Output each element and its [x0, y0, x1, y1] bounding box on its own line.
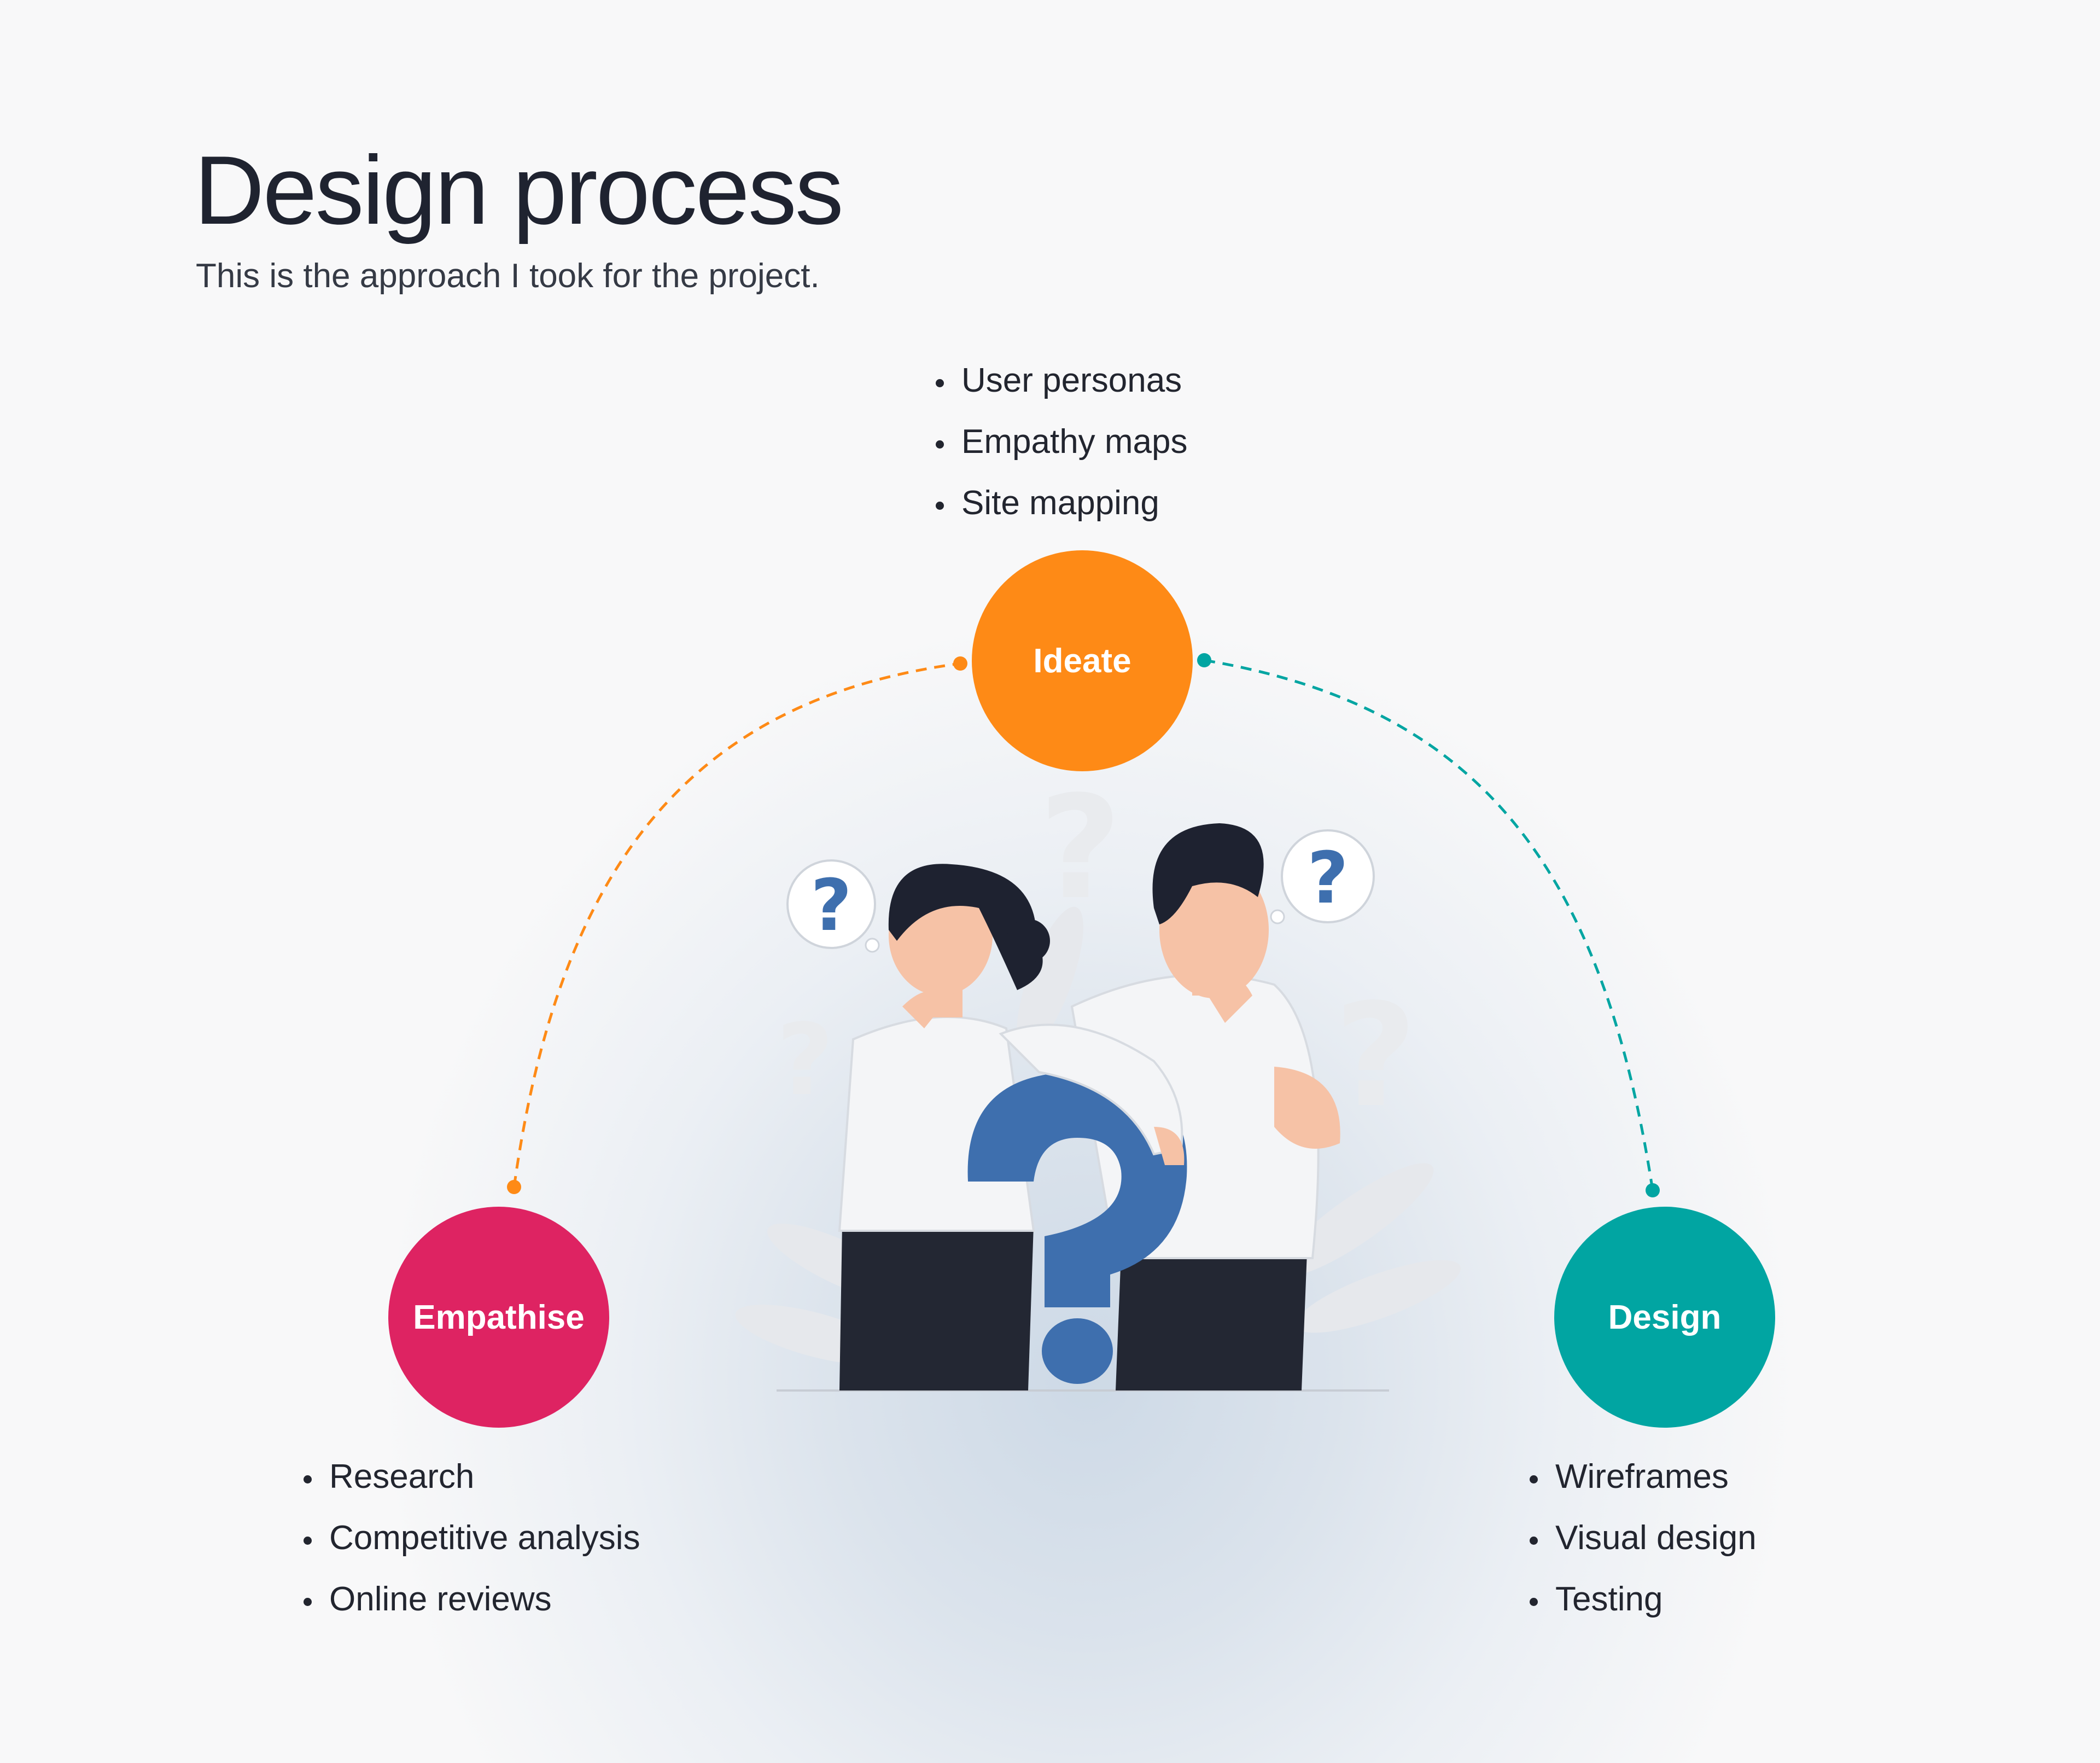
connector-empathise-ideate	[512, 662, 961, 1188]
svg-text:?: ?	[810, 864, 851, 947]
list-item: Empathy maps	[956, 411, 1188, 473]
list-item: User personas	[956, 350, 1188, 411]
man-arm	[999, 1023, 1183, 1156]
man-thought-bubble: ?	[1270, 829, 1375, 924]
step-label-empathise: Empathise	[413, 1298, 585, 1336]
page-subtitle: This is the approach I took for the proj…	[196, 257, 820, 295]
woman-thought-bubble: ?	[786, 859, 880, 953]
connector-dot	[1197, 653, 1211, 667]
man-hand	[1154, 1127, 1185, 1165]
connector-dot	[1646, 1183, 1660, 1197]
list-item: Site mapping	[956, 473, 1188, 534]
list-item: Testing	[1550, 1569, 1757, 1630]
step-list-empathise: Research Competitive analysis Online rev…	[280, 1446, 640, 1630]
step-list-ideate: User personas Empathy maps Site mapping	[912, 350, 1188, 534]
background-question-mark-icon: ? ? ?	[777, 766, 1417, 1139]
list-item: Visual design	[1550, 1508, 1757, 1569]
list-item: Wireframes	[1550, 1446, 1757, 1508]
svg-text:?: ?	[1334, 974, 1417, 1139]
question-mark-icon	[967, 1072, 1187, 1384]
page-title: Design process	[194, 136, 844, 245]
connector-ideate-design	[1204, 659, 1654, 1191]
step-circle-empathise: Empathise	[388, 1207, 609, 1428]
step-label-ideate: Ideate	[1033, 642, 1131, 680]
list-item: Research	[324, 1446, 640, 1508]
svg-text:?: ?	[1307, 836, 1348, 920]
connector-dot	[953, 656, 967, 671]
svg-text:?: ?	[777, 1003, 833, 1118]
list-item: Competitive analysis	[324, 1508, 640, 1569]
connector-dot	[507, 1180, 521, 1194]
step-list-design: Wireframes Visual design Testing	[1506, 1446, 1757, 1630]
svg-text:?: ?	[1039, 766, 1122, 931]
step-circle-ideate: Ideate	[972, 550, 1193, 771]
step-label-design: Design	[1608, 1298, 1722, 1336]
step-circle-design: Design	[1554, 1207, 1775, 1428]
list-item: Online reviews	[324, 1569, 640, 1630]
